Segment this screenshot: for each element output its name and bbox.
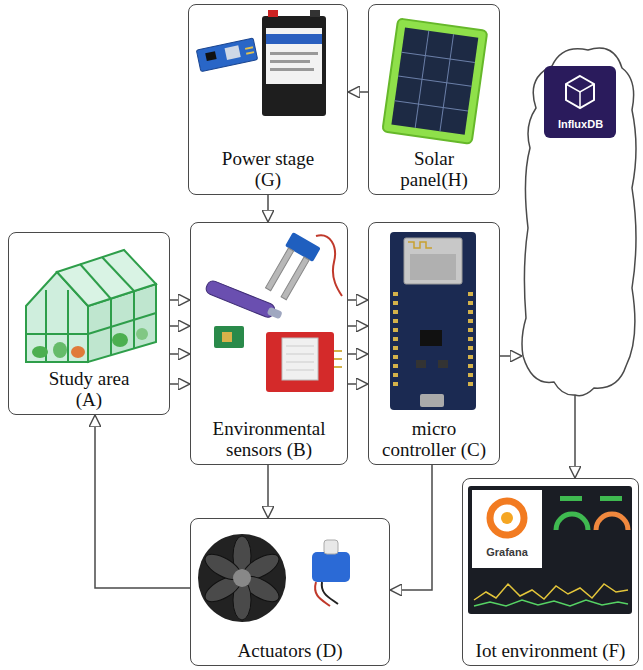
pin-headers <box>393 292 473 386</box>
soil-moisture-sensor <box>262 232 342 302</box>
cloud-shape <box>522 48 636 396</box>
box-title: Power stage (G) <box>221 149 316 191</box>
component-box: Solar panel(H) <box>368 4 500 195</box>
arrow-connector <box>348 353 368 355</box>
component-box: Power stage (G) <box>188 4 348 195</box>
arrow-connector <box>390 465 432 590</box>
fan <box>198 534 286 622</box>
logo-caption: Grafana <box>472 546 542 558</box>
box-title: micro controller (C) <box>374 419 494 461</box>
box-title: Iot environment (F) <box>476 641 626 662</box>
cloud-node: InfluxDB <box>522 38 639 395</box>
cloud-outline <box>522 38 639 395</box>
pump <box>312 540 350 606</box>
logo-text: InfluxDB <box>558 118 603 130</box>
influxdb-icon <box>566 76 594 108</box>
dht-sensor <box>266 332 342 392</box>
component-box: Actuators (D) <box>190 518 390 666</box>
dc-converter <box>196 38 257 72</box>
arrow-connector <box>500 355 522 357</box>
arrow-connector <box>267 465 269 518</box>
influxdb-icon <box>566 84 594 92</box>
arrow-connector <box>574 395 576 478</box>
arrow-connector <box>348 91 368 93</box>
arrow-connector <box>170 299 190 301</box>
component-box: Study area (A) <box>8 232 170 415</box>
solar-panel-picture <box>382 18 487 143</box>
component-box: micro controller (C) <box>368 222 500 465</box>
plants <box>32 328 148 358</box>
box-title: Study area (A) <box>43 369 135 411</box>
arrow-connector <box>348 299 368 301</box>
arrow-connector <box>170 383 190 385</box>
component-box: Iot environment (F) <box>462 478 639 666</box>
arrow-connector <box>348 383 368 385</box>
arrow-connector <box>170 325 190 327</box>
box-title: Actuators (D) <box>238 641 343 662</box>
battery <box>262 10 326 116</box>
dashboard-screenshot <box>468 486 632 614</box>
arrow-connector <box>348 325 368 327</box>
influxdb-logo <box>544 66 616 138</box>
component-box: Environmental sensors (B) <box>190 222 348 465</box>
arrow-connector <box>95 415 190 588</box>
esp32-board <box>390 232 476 410</box>
box-title: Environmental sensors (B) <box>200 419 338 461</box>
influxdb-icon <box>579 92 581 108</box>
greenhouse <box>26 250 156 362</box>
box-title: Solar panel(H) <box>392 149 477 191</box>
arrow-connector <box>267 195 269 222</box>
arrow-connector <box>170 353 190 355</box>
